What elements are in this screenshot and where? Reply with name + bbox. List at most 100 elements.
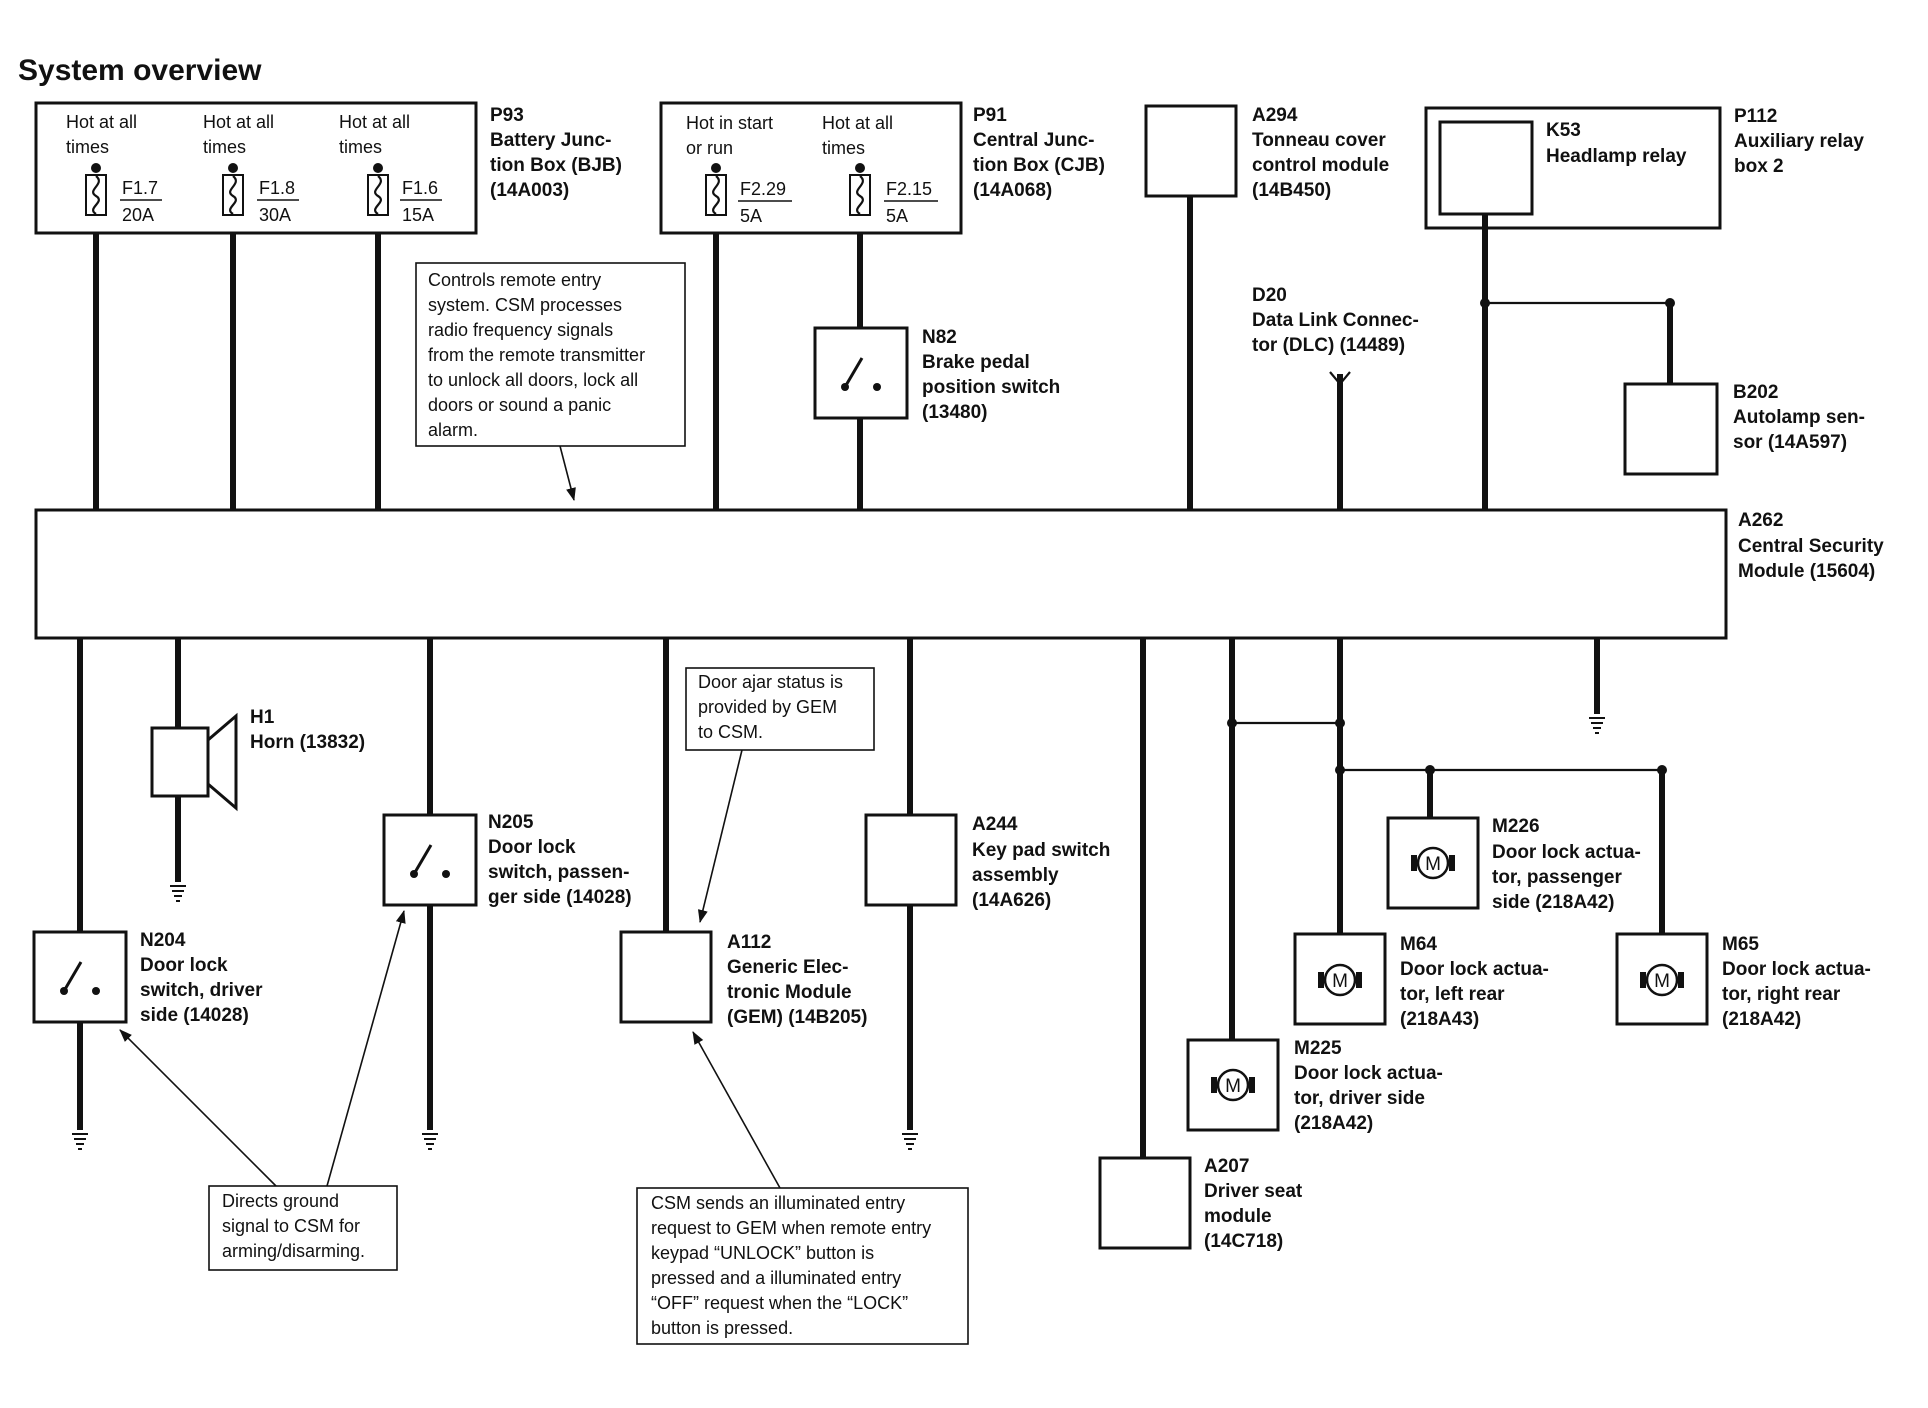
- svg-text:20A: 20A: [122, 205, 154, 225]
- fuse-icon: [92, 175, 100, 215]
- svg-text:M64: M64: [1400, 934, 1437, 955]
- svg-text:radio frequency signals: radio frequency signals: [428, 320, 613, 340]
- svg-text:Central Junc-: Central Junc-: [973, 130, 1094, 151]
- svg-text:A244: A244: [972, 814, 1018, 835]
- svg-text:N82: N82: [922, 327, 957, 348]
- generic-electronic-module-box: [619, 930, 713, 1024]
- label-a112: A112 Generic Elec- tronic Module (GEM) (…: [727, 932, 867, 1028]
- svg-text:ger side (14028): ger side (14028): [488, 887, 632, 908]
- tonneau-cover-module-box: [1144, 104, 1238, 198]
- svg-text:M: M: [1225, 1076, 1241, 1097]
- svg-text:Generic Elec-: Generic Elec-: [727, 957, 848, 978]
- svg-text:times: times: [339, 137, 382, 157]
- svg-text:15A: 15A: [402, 205, 434, 225]
- motor-icon: M: [1318, 963, 1362, 997]
- svg-text:tor (DLC) (14489): tor (DLC) (14489): [1252, 335, 1405, 356]
- label-a207: A207 Driver seat module (14C718): [1204, 1156, 1303, 1252]
- svg-text:P93: P93: [490, 105, 524, 126]
- svg-text:F1.6: F1.6: [402, 178, 438, 198]
- svg-text:Hot at all: Hot at all: [203, 112, 274, 132]
- svg-text:times: times: [66, 137, 109, 157]
- svg-text:(14A068): (14A068): [973, 180, 1052, 201]
- fuse-icon: [712, 175, 720, 215]
- svg-text:pressed and a illuminated entr: pressed and a illuminated entry: [651, 1268, 901, 1288]
- fuse-icon: [856, 175, 864, 215]
- svg-text:F1.7: F1.7: [122, 178, 158, 198]
- svg-text:tor, right rear: tor, right rear: [1722, 984, 1841, 1005]
- ground-icon: [422, 1133, 438, 1150]
- ground-icon: [170, 885, 186, 902]
- svg-text:Tonneau cover: Tonneau cover: [1252, 130, 1386, 151]
- fuse-icon: [374, 175, 382, 215]
- svg-text:times: times: [822, 138, 865, 158]
- headlamp-relay-box: [1438, 120, 1534, 216]
- svg-text:sor (14A597): sor (14A597): [1733, 432, 1847, 453]
- svg-text:control module: control module: [1252, 155, 1389, 176]
- svg-text:to CSM.: to CSM.: [698, 722, 763, 742]
- label-p91: P91 Central Junc- tion Box (CJB) (14A068…: [973, 105, 1105, 201]
- label-m65: M65 Door lock actua- tor, right rear (21…: [1722, 934, 1871, 1030]
- svg-text:tor, driver side: tor, driver side: [1294, 1088, 1425, 1109]
- svg-text:side (218A42): side (218A42): [1492, 892, 1615, 913]
- svg-text:module: module: [1204, 1206, 1272, 1227]
- motor-icon: M: [1640, 963, 1684, 997]
- svg-text:(218A43): (218A43): [1400, 1009, 1479, 1030]
- svg-text:F2.29: F2.29: [740, 179, 786, 199]
- svg-text:Hot in start: Hot in start: [686, 113, 773, 133]
- svg-text:tor, passenger: tor, passenger: [1492, 867, 1622, 888]
- svg-text:P112: P112: [1734, 106, 1777, 127]
- svg-text:alarm.: alarm.: [428, 420, 478, 440]
- door-lock-switch-passenger-box: [382, 813, 478, 907]
- note-ground-signal: Directs ground signal to CSM for arming/…: [208, 1185, 398, 1271]
- svg-text:Battery Junc-: Battery Junc-: [490, 130, 611, 151]
- svg-text:“OFF” request when the “LOCK”: “OFF” request when the “LOCK”: [651, 1293, 908, 1313]
- svg-text:Door lock: Door lock: [488, 837, 576, 858]
- label-p112: P112 Auxiliary relay box 2: [1734, 106, 1864, 177]
- svg-text:(218A42): (218A42): [1294, 1113, 1373, 1134]
- key-pad-switch-box: [864, 813, 958, 907]
- svg-text:Door lock: Door lock: [140, 955, 228, 976]
- svg-text:F1.8: F1.8: [259, 178, 295, 198]
- svg-text:Brake pedal: Brake pedal: [922, 352, 1030, 373]
- svg-text:M226: M226: [1492, 816, 1540, 837]
- label-a294: A294 Tonneau cover control module (14B45…: [1252, 105, 1389, 201]
- svg-text:(13480): (13480): [922, 402, 988, 423]
- svg-text:A207: A207: [1204, 1156, 1249, 1177]
- label-m64: M64 Door lock actua- tor, left rear (218…: [1400, 934, 1549, 1030]
- svg-text:M: M: [1425, 854, 1441, 875]
- svg-text:to unlock all doors, lock all: to unlock all doors, lock all: [428, 370, 638, 390]
- svg-text:Door lock actua-: Door lock actua-: [1492, 842, 1641, 863]
- fuse-f2-29: Hot in start or run F2.29 5A: [686, 113, 792, 226]
- label-a262: A262 Central Security Module (15604): [1738, 510, 1884, 582]
- battery-junction-box: Hot at all times F1.7 20A Hot at all tim…: [34, 101, 478, 235]
- switch-icon: [841, 357, 881, 391]
- label-m226: M226 Door lock actua- tor, passenger sid…: [1492, 816, 1641, 913]
- central-security-module-box: [34, 508, 1728, 640]
- svg-text:5A: 5A: [886, 206, 908, 226]
- svg-text:Hot at all: Hot at all: [66, 112, 137, 132]
- svg-text:B202: B202: [1733, 382, 1778, 403]
- svg-text:A112: A112: [727, 932, 771, 953]
- svg-text:position switch: position switch: [922, 377, 1060, 398]
- svg-text:box 2: box 2: [1734, 156, 1784, 177]
- svg-text:or run: or run: [686, 138, 733, 158]
- svg-text:CSM sends an illuminated entry: CSM sends an illuminated entry: [651, 1193, 905, 1213]
- svg-text:P91: P91: [973, 105, 1007, 126]
- svg-text:Horn (13832): Horn (13832): [250, 732, 365, 753]
- label-h1: H1 Horn (13832): [250, 707, 365, 753]
- label-d20: D20 Data Link Connec- tor (DLC) (14489): [1252, 285, 1419, 356]
- svg-text:Controls remote entry: Controls remote entry: [428, 270, 601, 290]
- svg-text:K53: K53: [1546, 120, 1581, 141]
- door-lock-switch-driver-box: [32, 930, 128, 1024]
- svg-text:button is pressed.: button is pressed.: [651, 1318, 793, 1338]
- ground-icon: [72, 1133, 88, 1150]
- svg-text:(14A003): (14A003): [490, 180, 569, 201]
- svg-text:provided by GEM: provided by GEM: [698, 697, 837, 717]
- ground-icon: [1589, 717, 1605, 734]
- svg-text:tronic Module: tronic Module: [727, 982, 852, 1003]
- fuse-icon: [229, 175, 237, 215]
- svg-text:Door lock actua-: Door lock actua-: [1722, 959, 1871, 980]
- label-m225: M225 Door lock actua- tor, driver side (…: [1294, 1038, 1443, 1134]
- svg-text:30A: 30A: [259, 205, 291, 225]
